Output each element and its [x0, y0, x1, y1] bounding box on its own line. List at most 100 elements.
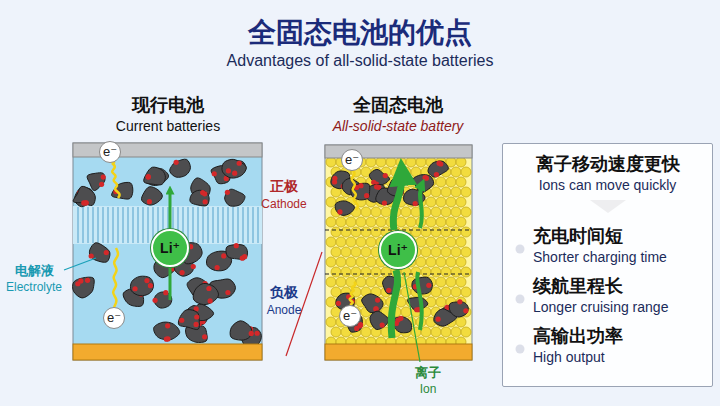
red-dot	[85, 278, 90, 283]
red-dot	[413, 201, 418, 206]
red-dot	[426, 283, 431, 288]
electron-circle: e⁻	[99, 141, 121, 163]
red-dot	[174, 160, 179, 165]
red-dot	[144, 278, 149, 283]
panel-heading: Ions can move quickly	[503, 176, 712, 194]
electron-path	[113, 248, 118, 307]
active-particle	[370, 311, 388, 329]
active-particle	[170, 159, 191, 177]
particle-symbol: Li⁺	[160, 240, 180, 256]
red-dot	[358, 183, 363, 188]
red-dot	[194, 314, 199, 319]
label: 正极	[270, 178, 298, 196]
red-dot	[463, 308, 468, 313]
red-dot	[434, 172, 439, 177]
electron-path	[112, 163, 120, 198]
advantage-item: 充电时间短	[503, 224, 712, 248]
red-dot	[200, 190, 205, 195]
active-particle	[130, 276, 153, 296]
red-dot	[83, 200, 88, 205]
label: Advantages of all-solid-state batteries	[227, 52, 494, 70]
active-particle	[412, 277, 433, 294]
active-particle	[222, 159, 246, 178]
electron-path	[352, 169, 358, 210]
cell-heading: All-solid-state battery	[318, 117, 478, 135]
advantage-item: High output	[503, 348, 712, 366]
label: Ion	[420, 382, 437, 396]
red-dot	[148, 283, 153, 288]
red-dot	[89, 253, 94, 258]
particle-symbol: e⁻	[343, 309, 357, 323]
red-dot	[414, 307, 419, 312]
particle-symbol: e⁻	[103, 145, 117, 159]
red-dot	[164, 337, 169, 342]
red-dot	[221, 253, 226, 258]
red-dot	[179, 270, 184, 275]
red-dot	[374, 184, 379, 189]
active-particle	[141, 187, 162, 205]
red-dot	[354, 326, 359, 331]
label: Anode	[267, 303, 302, 317]
active-particle	[73, 186, 95, 205]
red-dot	[437, 161, 442, 166]
particle-symbol: Li⁺	[388, 242, 408, 258]
battery-cell: e⁻Li⁺e⁻现行电池Current batteries	[68, 93, 268, 363]
red-dot	[364, 193, 369, 198]
red-dot	[99, 182, 104, 187]
red-dot	[206, 286, 211, 291]
red-dot	[226, 168, 231, 173]
red-dot	[225, 190, 230, 195]
red-dot	[215, 265, 220, 270]
active-particle	[230, 321, 252, 340]
red-dot	[193, 322, 198, 327]
red-dot	[146, 175, 151, 180]
active-particle	[369, 169, 389, 185]
red-dot	[232, 171, 237, 176]
active-particle	[428, 161, 448, 177]
electron-path	[350, 282, 356, 305]
label: 离子	[415, 364, 441, 382]
red-dot	[383, 173, 388, 178]
advantage-item: Longer cruising range	[503, 298, 712, 316]
red-dot	[191, 264, 196, 269]
red-dot	[203, 199, 208, 204]
electron-circle: e⁻	[339, 305, 361, 327]
active-particle	[144, 167, 166, 185]
red-dot	[147, 199, 152, 204]
cell-heading: 全固态电池	[318, 93, 478, 117]
red-dot	[436, 317, 441, 322]
red-dot	[337, 209, 342, 214]
electron-circle: e⁻	[103, 307, 125, 329]
red-dot	[165, 323, 170, 328]
panel-heading: 离子移动速度更快	[503, 152, 712, 176]
red-dot	[104, 250, 109, 255]
label: Electrolyte	[6, 280, 62, 294]
red-dot	[146, 174, 151, 179]
red-dot	[380, 322, 385, 327]
red-dot	[212, 171, 217, 176]
leader-line	[64, 258, 96, 270]
cell-heading: Current batteries	[68, 117, 268, 135]
red-dot	[208, 298, 213, 303]
red-dot	[371, 180, 376, 185]
leader-line	[404, 272, 420, 362]
red-dot	[152, 298, 157, 303]
red-dot	[382, 200, 387, 205]
active-particle	[193, 283, 218, 304]
electron-circle: e⁻	[341, 149, 363, 171]
active-particle	[73, 277, 95, 298]
red-dot	[75, 281, 80, 286]
red-dot	[163, 290, 168, 295]
red-dot	[234, 243, 239, 248]
label: Cathode	[261, 197, 306, 211]
active-particle	[87, 173, 105, 191]
red-dot	[237, 161, 242, 166]
red-dot	[424, 176, 429, 181]
red-dot	[398, 316, 403, 321]
red-dot	[101, 174, 106, 179]
label: 负极	[270, 284, 298, 302]
active-particle	[178, 310, 199, 330]
label: 电解液	[15, 262, 54, 280]
red-dot	[255, 331, 260, 336]
advantage-item: 高输出功率	[503, 324, 712, 348]
